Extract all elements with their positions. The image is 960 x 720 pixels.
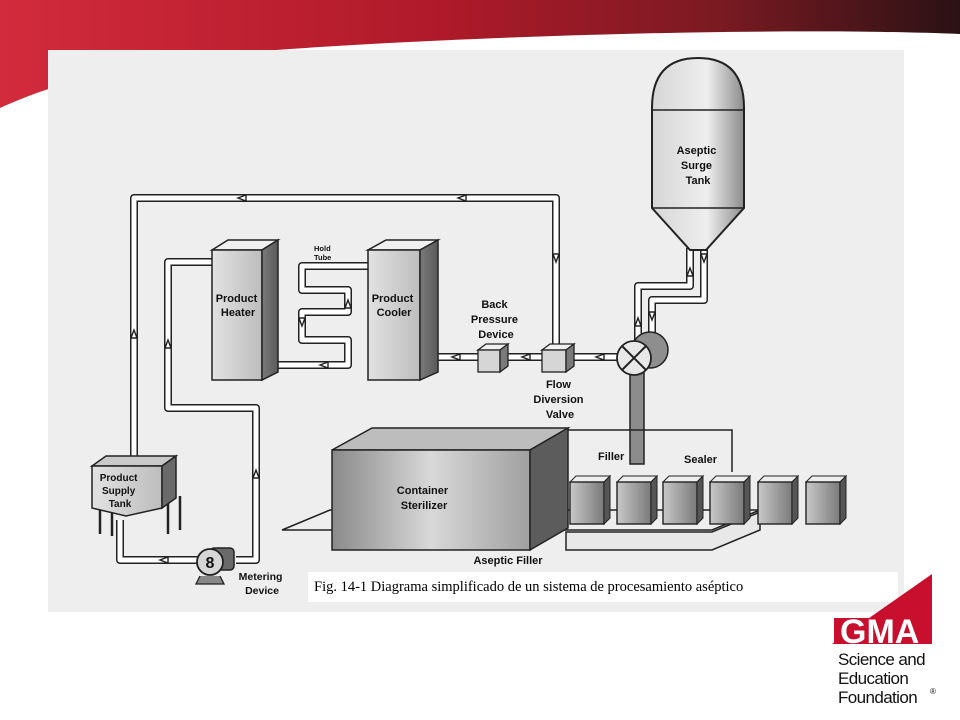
sterilizer-label-2: Sterilizer — [401, 500, 448, 512]
flow-diversion-valve: Flow Diversion Valve — [533, 342, 586, 421]
three-way-valve — [616, 331, 669, 376]
hold-tube — [266, 262, 372, 370]
aseptic-process-diagram: Product Heater Hold Tube Product Cooler — [89, 56, 848, 597]
back-pressure-label-1: Back — [481, 299, 508, 311]
supply-tank-label-2: Supply — [102, 486, 136, 497]
svg-text:Back Pressure: Back Pressure Device — [471, 299, 521, 341]
figure-panel: Product Heater Hold Tube Product Cooler — [48, 50, 904, 612]
container-6 — [804, 474, 848, 526]
product-line — [428, 352, 618, 362]
metering-label-2: Device — [245, 585, 279, 597]
product-heater-label-1: Product — [216, 293, 258, 305]
logo-line-1: Science and — [838, 650, 925, 669]
product-cooler: Product Cooler — [365, 238, 441, 382]
product-heater: Product Heater — [209, 238, 281, 382]
container-1 — [568, 474, 612, 526]
return-pipe — [129, 193, 561, 460]
svg-text:8: 8 — [206, 555, 215, 572]
hold-tube-label: Hold Tube — [314, 244, 333, 262]
svg-text:Container Sterilizer: Container Sterilizer — [397, 485, 451, 512]
container-sterilizer: Container Sterilizer — [331, 426, 571, 552]
sterilizer-label-1: Container — [397, 485, 449, 497]
back-pressure-label-3: Device — [478, 329, 513, 341]
aseptic-surge-tank: Aseptic Surge Tank — [651, 56, 745, 251]
product-heater-label-2: Heater — [221, 307, 256, 319]
metering-device: 8 Metering Device — [194, 547, 286, 597]
gma-logo: GMA Science and Education Foundation ® — [832, 574, 936, 707]
svg-text:Flow Diversion: Flow Diversion Valve — [533, 379, 586, 421]
sealer-label: Sealer — [684, 454, 718, 466]
surge-tank-label-2: Surge — [681, 160, 712, 172]
logo-gma-text: GMA — [840, 613, 919, 651]
container-2 — [615, 474, 659, 526]
container-5 — [756, 474, 800, 526]
svg-text:Metering Device: Metering Device — [239, 571, 286, 597]
container-3 — [661, 474, 705, 526]
aseptic-filler-label: Aseptic Filler — [473, 555, 543, 567]
logo-registered: ® — [930, 687, 936, 696]
surge-tank-label-1: Aseptic — [677, 145, 717, 157]
svg-text:Aseptic Surge: Aseptic Surge Tank — [677, 145, 720, 187]
supply-tank-label-3: Tank — [109, 499, 132, 510]
svg-text:Product Supply: Product Supply Tank — [100, 473, 141, 510]
back-pressure-device: Back Pressure Device — [471, 299, 521, 374]
container-4 — [708, 474, 752, 526]
svg-text:Product Cooler: Product Cooler — [372, 293, 417, 319]
surge-tank-label-3: Tank — [686, 175, 712, 187]
metering-label-1: Metering — [239, 571, 283, 583]
flow-diversion-label-2: Diversion — [533, 394, 583, 406]
logo-line-3: Foundation — [838, 688, 917, 707]
feed-pipe — [116, 258, 261, 565]
flow-diversion-label-3: Valve — [546, 409, 574, 421]
filler-label: Filler — [598, 451, 625, 463]
containers — [568, 474, 848, 526]
svg-text:Product Heater: Product Heater — [216, 293, 261, 319]
filler-pipe — [629, 371, 645, 465]
logo-line-2: Education — [838, 669, 908, 688]
surge-tank-pipes — [633, 248, 709, 340]
flow-diversion-label-1: Flow — [546, 379, 571, 391]
supply-tank-label-1: Product — [100, 473, 138, 484]
back-pressure-label-2: Pressure — [471, 314, 518, 326]
product-cooler-label-2: Cooler — [377, 307, 413, 319]
figure-caption: Fig. 14-1 Diagrama simplificado de un si… — [308, 572, 898, 602]
product-supply-tank: Product Supply Tank — [89, 454, 182, 536]
header-banner — [0, 0, 960, 108]
product-cooler-label-1: Product — [372, 293, 414, 305]
